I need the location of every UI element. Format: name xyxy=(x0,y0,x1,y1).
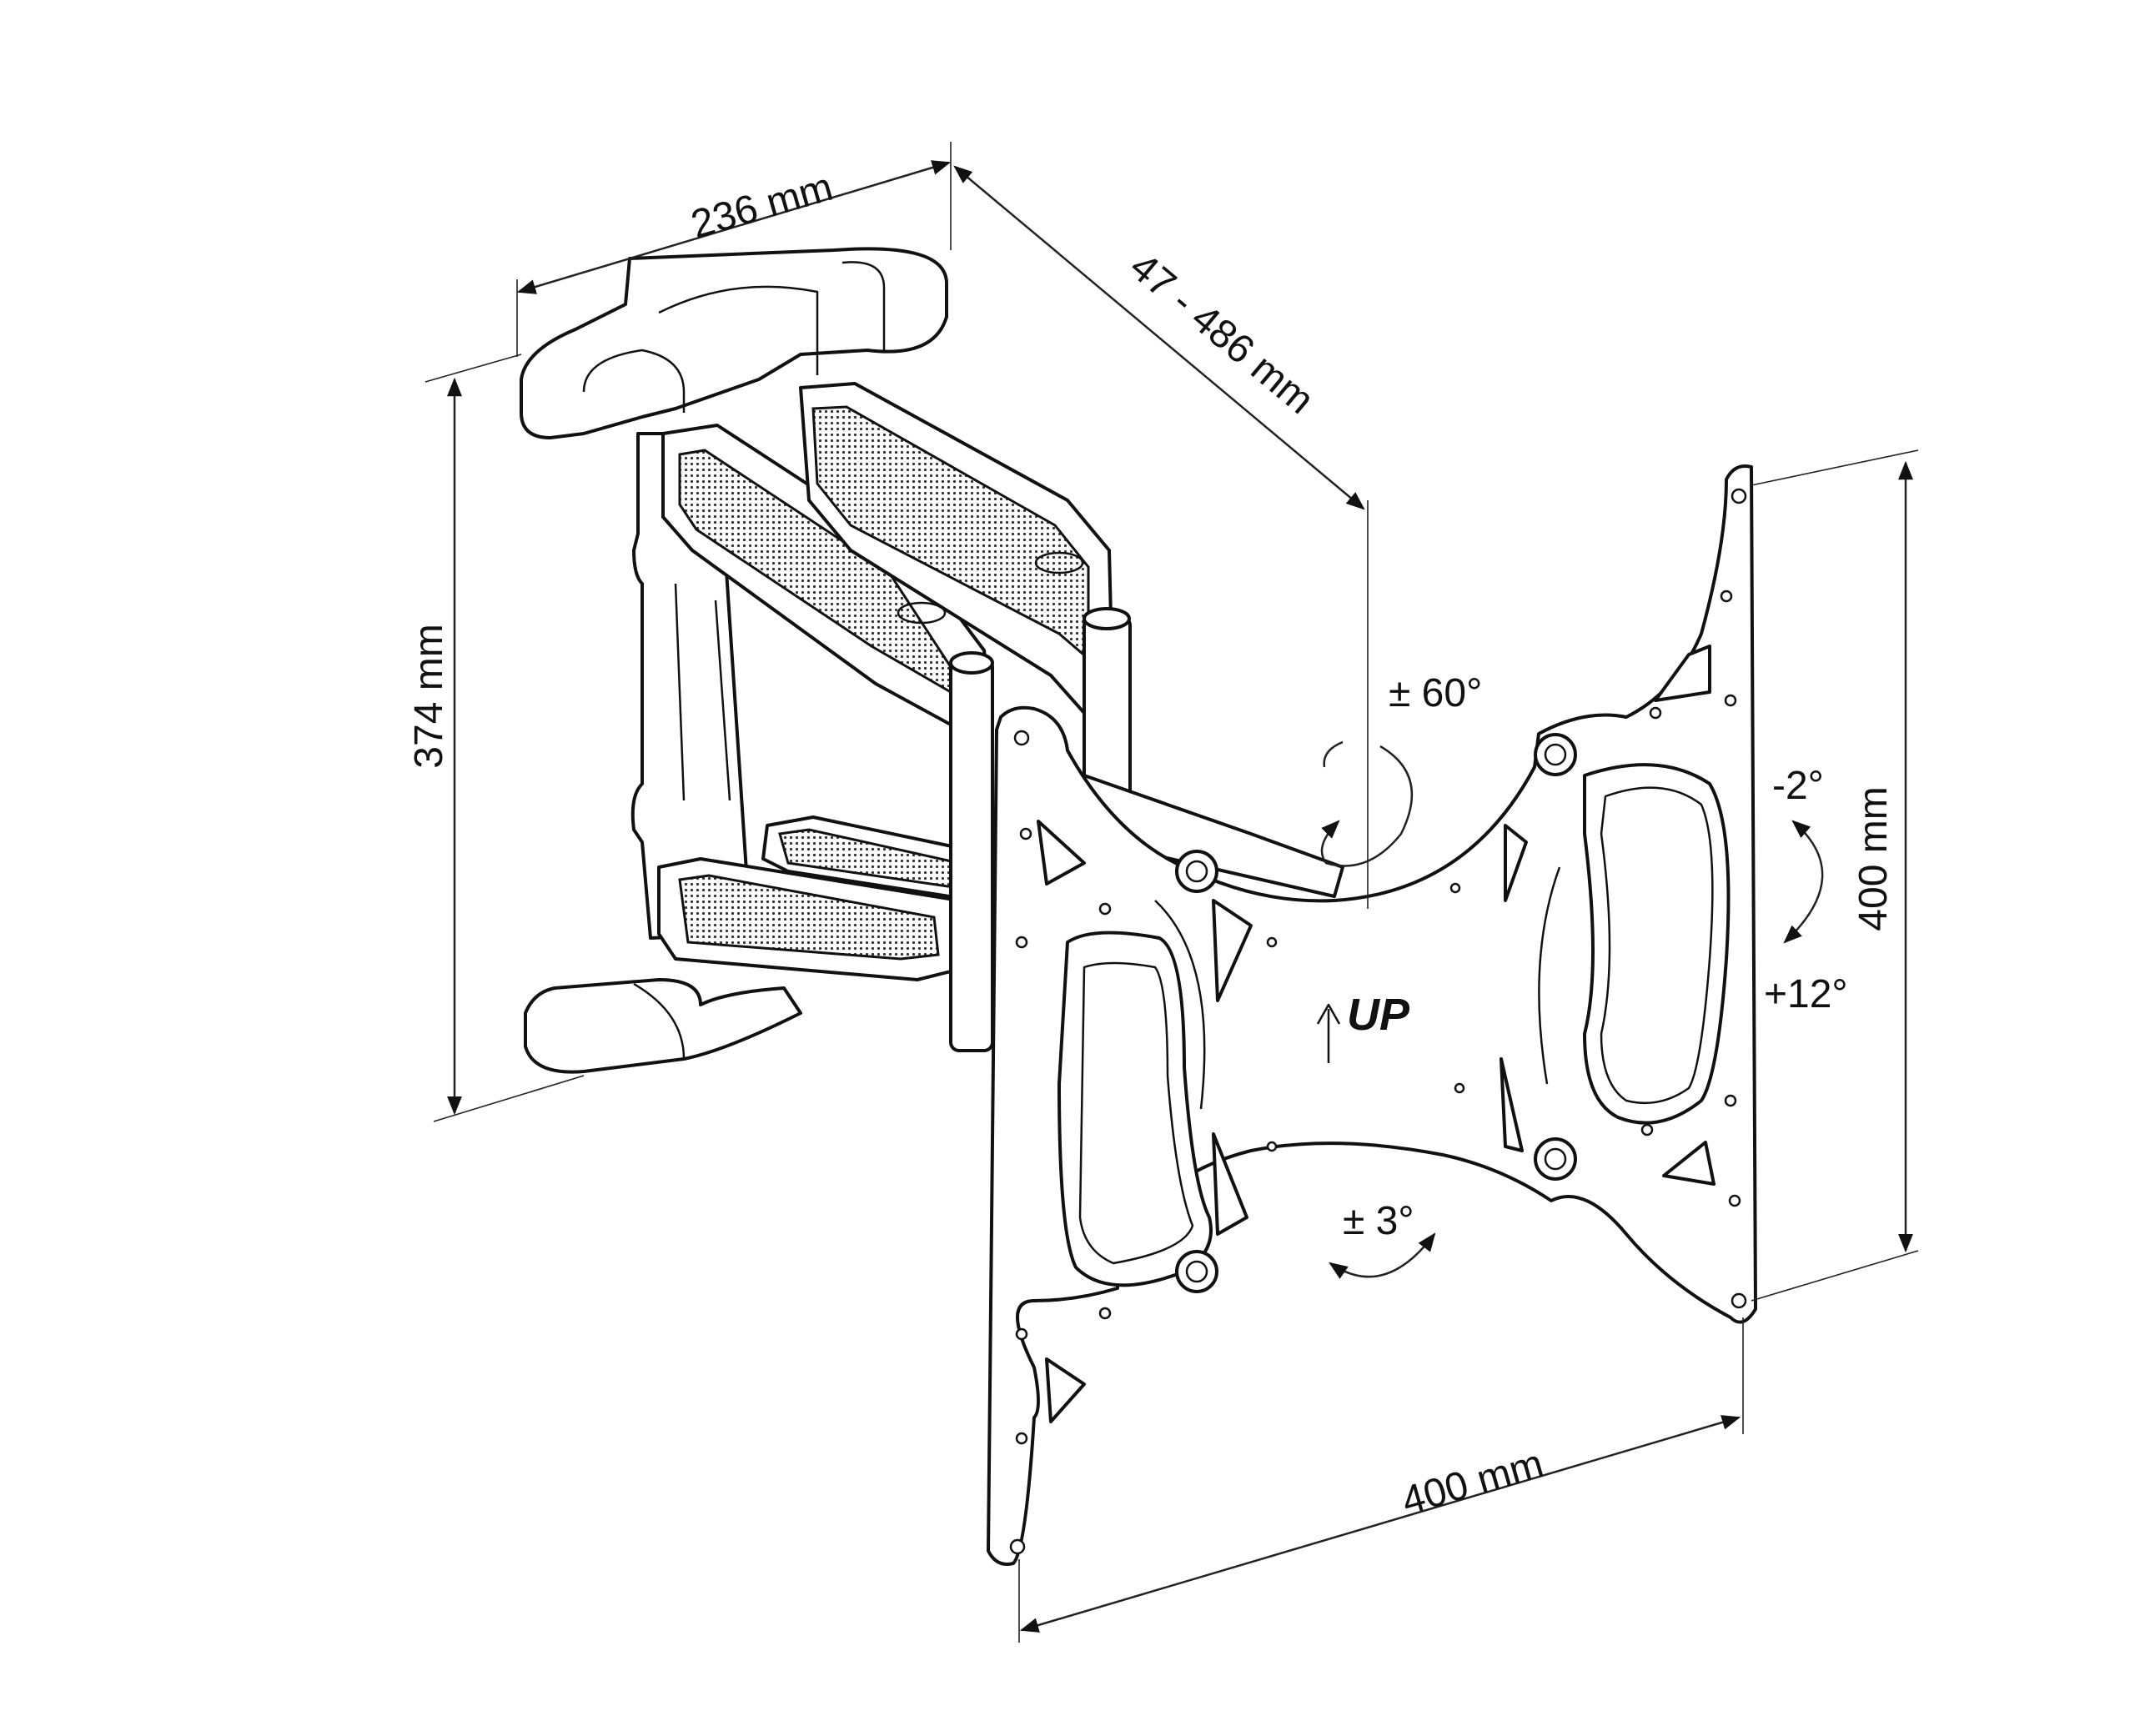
up-arrow-icon xyxy=(1316,1003,1341,1063)
vesa-plate: UP xyxy=(987,464,1757,1566)
rotation-label: ± 3° xyxy=(1343,1199,1414,1243)
dim-label-vesa-width: 400 mm xyxy=(1397,1442,1548,1524)
tilt-up-label: -2° xyxy=(1772,764,1824,808)
wall-plate xyxy=(520,247,948,1074)
dim-label-arm-extension: 47 - 486 mm xyxy=(1122,244,1322,423)
up-marking: UP xyxy=(1316,990,1410,1063)
tilt-down-label: +12° xyxy=(1764,972,1848,1016)
up-label: UP xyxy=(1347,990,1410,1040)
swivel-arrow-icon xyxy=(1320,740,1414,867)
dim-label-wall-plate-width: 236 mm xyxy=(686,165,837,248)
rotation-arrow-icon xyxy=(1329,1232,1436,1279)
swivel-label: ± 60° xyxy=(1389,671,1482,715)
tilt-arrow-icon xyxy=(1783,820,1824,944)
dim-label-wall-plate-height: 374 mm xyxy=(407,624,451,768)
swing-arms xyxy=(657,382,1344,1052)
dim-label-vesa-height: 400 mm xyxy=(1851,786,1896,931)
mounting-holes xyxy=(1009,488,1747,1555)
dimension-lines xyxy=(424,142,1919,1643)
